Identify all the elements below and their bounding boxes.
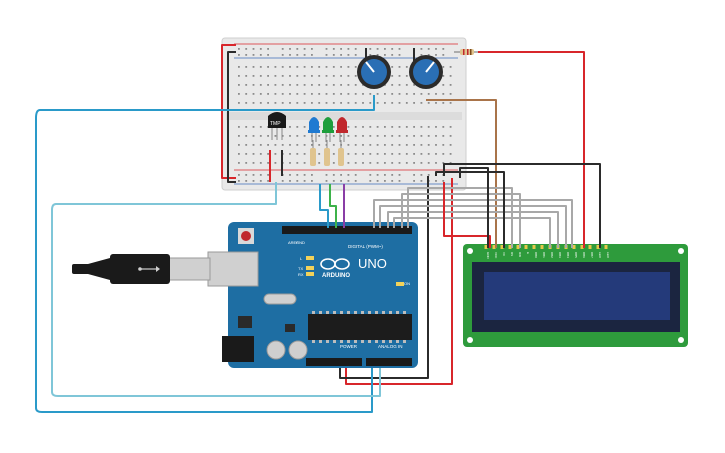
wire-black [435,171,505,248]
lcd-pin-label: DB7 [590,252,594,258]
wire-black [459,167,489,248]
digital-label: DIGITAL (PWM~) [348,244,383,249]
red-led[interactable] [336,117,348,142]
lcd-pin[interactable] [516,245,520,249]
power-label: POWER [340,344,358,349]
lcd-screen [484,272,670,320]
lcd-pin-label: DB1 [542,252,546,258]
wire-red [345,178,453,385]
capacitor [288,340,308,360]
digital-header[interactable] [282,226,412,234]
lcd-pin[interactable] [492,245,496,249]
lcd-pin-label: DB6 [582,252,586,258]
analog-label: ANALOG IN [378,344,403,349]
blue-led[interactable] [308,117,320,142]
lcd-pins[interactable]: GND VCC V0 RS RW E DB0 DB1 DB2 DB3 DB4 DB5 DB6 DB7 LED… [484,245,611,260]
lcd-pin[interactable] [508,245,512,249]
leds[interactable] [308,117,348,142]
lcd-pin[interactable] [524,245,528,249]
lcd-pin-label: RS [510,252,514,256]
aref-label: AREF [288,240,299,245]
led-resistors[interactable] [310,140,344,166]
wire-red [443,182,491,248]
gnd-label: GND [296,240,305,245]
lcd-pin-label: LED [598,252,602,259]
capacitor [266,340,286,360]
lcd-pin[interactable] [580,245,584,249]
lcd-pin[interactable] [484,245,488,249]
wire-gray [379,205,567,248]
wire-gray [393,217,551,248]
power-header[interactable] [306,358,362,366]
lcd-pin[interactable] [596,245,600,249]
lcd-pin[interactable] [604,245,608,249]
arduino-brand: ARDUINO [322,273,350,279]
lcd-pin-label: DB3 [558,252,562,258]
resistor[interactable] [454,49,478,55]
lcd-pin-label: E [526,252,530,254]
wire-black [443,163,601,248]
temp-sensor-label: TMP [270,121,281,127]
lcd-pin-label: GND [486,252,490,260]
wire-gray [407,187,513,248]
lcd-pin-label: V0 [502,252,506,256]
wire-black [227,51,236,183]
lcd-pin-label: DB0 [534,252,538,258]
lcd-pin-label: DB2 [550,252,554,258]
lcd-pin[interactable] [532,245,536,249]
crystal [263,293,297,305]
atmega-chip [308,314,412,340]
wires [35,44,601,413]
power-jack [222,336,254,362]
arduino-uno[interactable]: ARDUINO UNO DIGITAL (PWM~) POWER ANALOG … [207,222,418,368]
usb-cable [72,254,211,284]
wire-gray [373,199,573,248]
wire-blue [35,95,375,413]
wire-red [478,51,585,248]
wire-light-blue [51,182,381,397]
on-label: ON [404,281,410,286]
usb-port [207,251,259,287]
led-l-label: L [300,256,303,261]
potentiometer-1[interactable] [357,55,391,89]
lcd-pin[interactable] [540,245,544,249]
analog-header[interactable] [366,358,412,366]
wire-green [329,184,337,228]
usb-icon [138,266,160,272]
lcd-pin-label: RW [518,252,522,257]
wire-black [339,176,429,379]
wire-gray [387,211,559,248]
potentiometer-2[interactable] [409,55,443,89]
lcd-pin-label: VCC [494,252,498,259]
lcd-pin-label: LED [606,252,610,259]
temperature-sensor[interactable]: TMP [268,112,286,140]
wire-brown [426,99,497,248]
led-tx-label: TX [298,266,303,271]
lcd-pin[interactable] [500,245,504,249]
lcd-pin-label: DB5 [574,252,578,258]
wire-gray [401,193,521,248]
wire-blue [319,184,329,228]
green-led[interactable] [322,117,334,142]
led-rx-label: RX [298,272,304,277]
lcd-pin[interactable] [572,245,576,249]
lcd-pin-label: DB4 [566,252,570,258]
lcd-display[interactable]: GND VCC V0 RS RW E DB0 DB1 DB2 DB3 DB4 DB5 DB6 DB7 LED… [463,244,688,347]
arduino-model: UNO [358,256,387,271]
lcd-pin[interactable] [588,245,592,249]
